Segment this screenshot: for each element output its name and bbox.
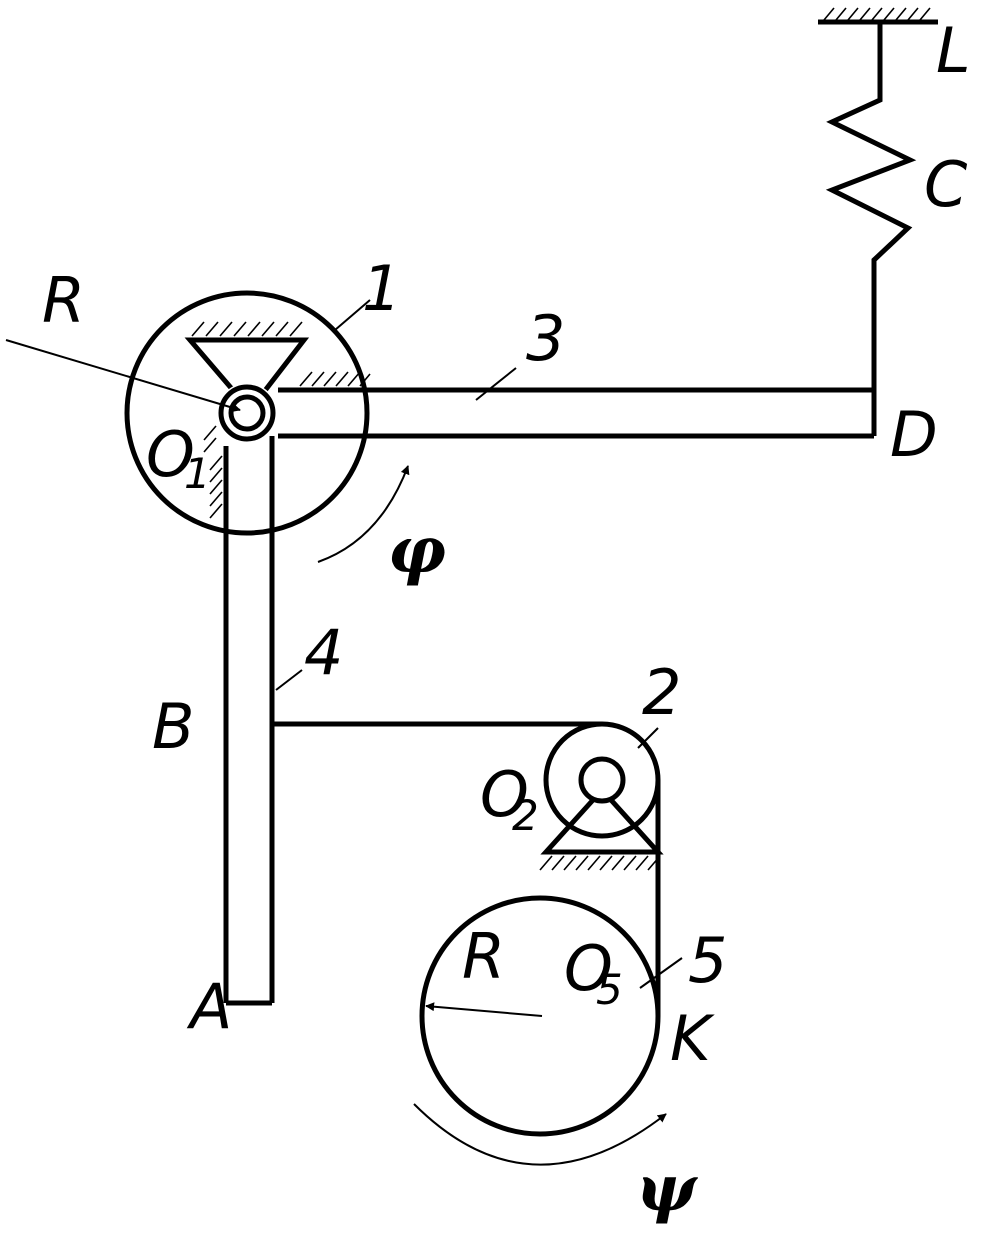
label-o5: O xyxy=(564,932,613,1005)
label-4: 4 xyxy=(304,616,343,689)
label-d: D xyxy=(890,398,938,471)
joint-hatching xyxy=(203,371,371,519)
pivot-support-o1 xyxy=(184,321,310,414)
label-c: C xyxy=(924,148,968,221)
top-fixed-support xyxy=(818,7,938,25)
force-arrow-r-bottom xyxy=(425,1002,543,1017)
label-o2-subscript: 2 xyxy=(512,791,539,840)
label-l: L xyxy=(936,14,971,87)
label-3: 3 xyxy=(526,302,565,375)
label-2: 2 xyxy=(642,656,681,729)
hinge-o1 xyxy=(217,383,277,443)
label-r-top: R xyxy=(42,264,85,337)
label-1: 1 xyxy=(362,252,401,325)
disk-5 xyxy=(419,895,661,1137)
label-k: K xyxy=(670,1002,715,1075)
leader-3 xyxy=(475,367,517,401)
disk-1 xyxy=(124,290,370,536)
pivot-support-o2 xyxy=(539,756,664,871)
leader-1 xyxy=(334,299,371,331)
leader-5 xyxy=(639,957,683,989)
label-o2: O xyxy=(480,758,529,831)
label-o5-subscript: 5 xyxy=(596,965,623,1014)
rod-3 xyxy=(278,387,877,439)
leader-4 xyxy=(275,669,303,691)
label-phi: φ xyxy=(388,513,446,588)
leader-2 xyxy=(637,727,659,749)
phi-rotation-arrow xyxy=(317,465,410,563)
label-b: B xyxy=(152,690,195,763)
rod-4 xyxy=(223,436,275,1006)
spring-c xyxy=(825,22,917,395)
label-o1-subscript: 1 xyxy=(184,449,211,498)
label-r-bottom: R xyxy=(462,920,505,993)
label-psi: ψ xyxy=(636,1151,698,1226)
label-5: 5 xyxy=(688,924,727,997)
force-arrow-r-top xyxy=(5,339,241,412)
psi-rotation-arrow xyxy=(413,1103,667,1166)
label-o1: O xyxy=(146,418,195,491)
label-a: A xyxy=(186,970,232,1043)
